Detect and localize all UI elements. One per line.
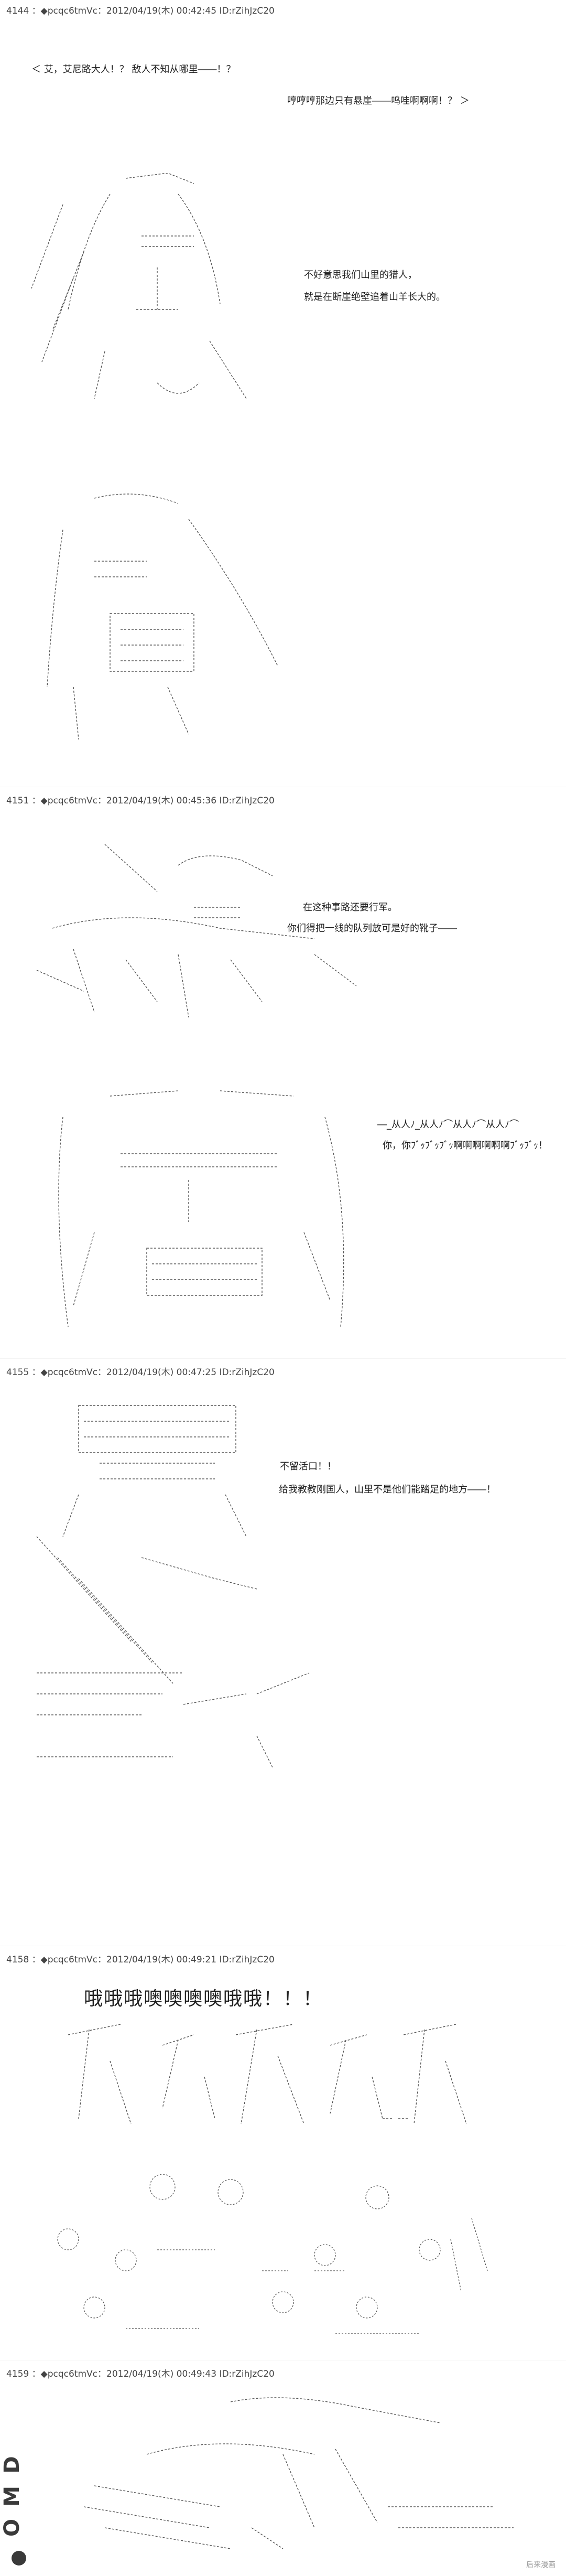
footer-watermark: 后来漫画 — [526, 2561, 556, 2569]
post-header: 4159 ：◆pcqc6tmVc：2012/04/19(木) 00:49:43 … — [6, 2369, 275, 2379]
post-header: 4155 ：◆pcqc6tmVc：2012/04/19(木) 00:47:25 … — [6, 1367, 275, 1378]
dialogue-line: 你们得把一线的队列放可是好的靴子―― — [287, 923, 457, 934]
shout-line: 哦哦哦噢噢噢噢哦哦！！！ — [84, 1988, 323, 2010]
dialogue-line: 在这种事路还要行军。 — [303, 902, 397, 913]
dialogue-line: ＜ 艾，艾尼路大人！？ 敌人不知从哪里――！？ — [31, 64, 236, 75]
dialogue-line: 不留活口！！ — [280, 1461, 336, 1472]
ascii-art-figure — [21, 173, 293, 425]
dialogue-line: 哼哼哼那边只有悬崖――呜哇啊啊啊！？ ＞ — [287, 95, 470, 106]
ascii-art-charge-lettering — [58, 2014, 508, 2150]
ascii-art-final-scene — [63, 2391, 535, 2559]
svg-text:O: O — [3, 2519, 24, 2537]
ascii-art-soldiers — [21, 834, 367, 1023]
dialogue-line: ―_从人ﾉ_从人ﾉ⌒从人ﾉ⌒从人ﾉ⌒ — [377, 1119, 519, 1130]
dialogue-line: 你，你ﾌﾞｯﾌﾞｯﾌﾞｯ啊啊啊啊啊啊ﾌﾞｯﾌﾞｯ！ — [383, 1140, 548, 1151]
divider — [0, 1358, 566, 1359]
svg-text:D: D — [3, 2456, 24, 2473]
post-header: 4158 ：◆pcqc6tmVc：2012/04/19(木) 00:49:21 … — [6, 1955, 275, 1965]
ascii-art-big-face — [31, 1075, 367, 1348]
dialogue-line: 给我教教刚国人，山里不是他们能踏足的地方――！ — [279, 1484, 496, 1495]
dialogue-line: 就是在断崖绝壁追着山羊长大的。 — [304, 292, 445, 303]
ascii-art-face — [31, 488, 283, 760]
ascii-art-army-crowd — [42, 2166, 503, 2355]
site-logo: D M O — [0, 2433, 35, 2570]
svg-text:M: M — [3, 2486, 24, 2507]
post-header: 4144 ：◆pcqc6tmVc：2012/04/19(木) 00:42:45 … — [6, 6, 275, 16]
ascii-art-commander — [26, 1400, 320, 1778]
post-header: 4151 ：◆pcqc6tmVc：2012/04/19(木) 00:45:36 … — [6, 796, 275, 806]
dialogue-line: 不好意思我们山里的猎人， — [304, 270, 417, 281]
